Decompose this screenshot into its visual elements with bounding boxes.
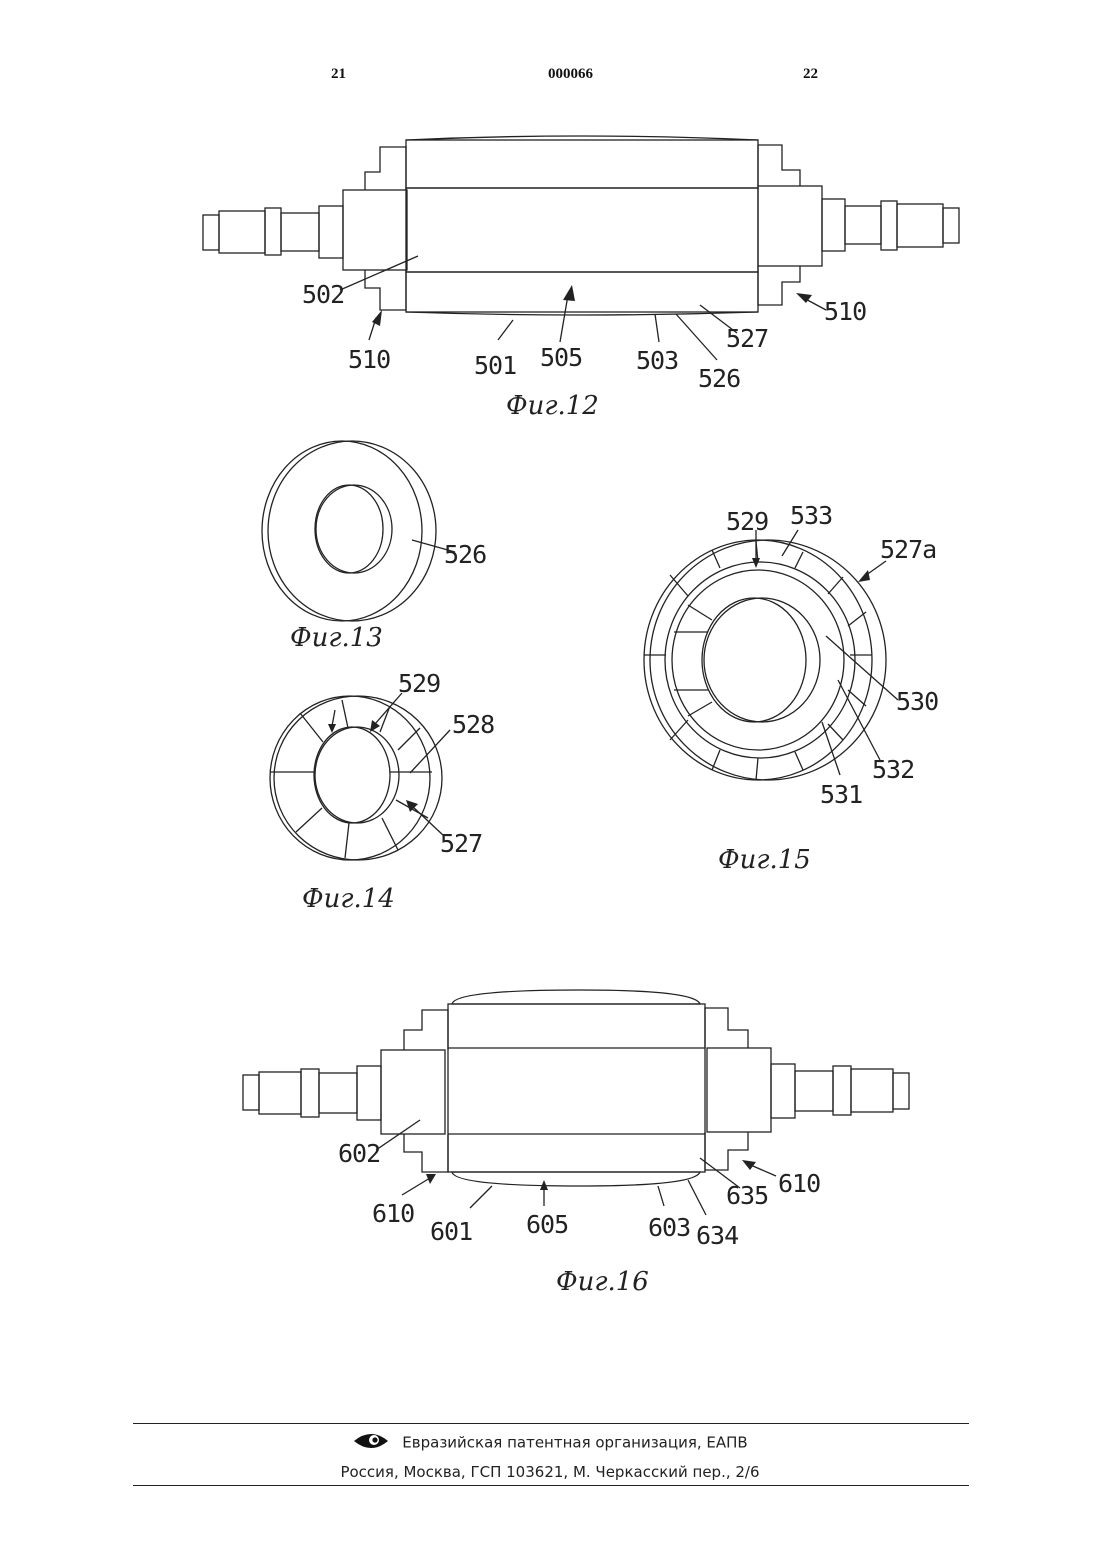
fig15-label-527a: 527a (880, 535, 936, 564)
figure-14-segmented-ring: 529 528 527 Фиг.14 (270, 669, 494, 914)
fig13-label-526: 526 (444, 540, 486, 569)
fig15-label-530: 530 (896, 687, 938, 716)
fig12-label-505: 505 (540, 343, 582, 372)
fig16-label-605: 605 (526, 1210, 568, 1239)
figure-12-rotor: 502 510 501 505 503 526 527 510 Фиг.12 (203, 136, 959, 421)
footer-address: Россия, Москва, ГСП 103621, М. Черкасски… (0, 1463, 1100, 1481)
fig12-shaft-left-tip (203, 215, 219, 250)
fig12-label-510-left: 510 (348, 345, 390, 374)
fig16-caption: Фиг.16 (556, 1267, 649, 1297)
fig14-caption: Фиг.14 (302, 884, 395, 914)
footer-bottom-rule (133, 1485, 969, 1486)
fig12-shaft-left-step1 (219, 211, 265, 253)
fig12-label-510-right: 510 (824, 297, 866, 326)
fig16-label-602: 602 (338, 1139, 380, 1168)
fig13-caption: Фиг.13 (290, 623, 383, 653)
fig12-label-527: 527 (726, 324, 768, 353)
footer-top-rule (133, 1423, 969, 1424)
fig14-label-529: 529 (398, 669, 440, 698)
footer-organization: Евразийская патентная организация, ЕАПВ (402, 1434, 747, 1452)
fig15-label-533: 533 (790, 501, 832, 530)
fig16-label-634: 634 (696, 1221, 738, 1250)
fig14-label-527: 527 (440, 829, 482, 858)
fig12-winding-bottom (406, 272, 758, 312)
fig12-endcap-left (343, 190, 407, 270)
fig14-label-528: 528 (452, 710, 494, 739)
fig12-caption: Фиг.12 (506, 391, 599, 421)
fig15-label-531: 531 (820, 780, 862, 809)
figure-13-ring: 526 Фиг.13 (262, 441, 486, 653)
fig12-core (406, 188, 758, 272)
fig12-shaft-right-tip (943, 208, 959, 243)
fig16-label-610-right: 610 (778, 1169, 820, 1198)
eapo-eye-logo-icon (352, 1431, 390, 1455)
fig16-label-601: 601 (430, 1217, 472, 1246)
footer-organization-line: Евразийская патентная организация, ЕАПВ (0, 1431, 1100, 1455)
fig12-label-503: 503 (636, 346, 678, 375)
figure-15-segmented-ring-assembly: 529 533 527a 530 532 531 Фиг.15 (644, 501, 938, 875)
fig16-label-635: 635 (726, 1181, 768, 1210)
fig12-endcap-right (758, 186, 822, 266)
fig15-caption: Фиг.15 (718, 845, 811, 875)
figure-16-rotor: 602 610 601 605 603 634 635 610 Фиг.16 (243, 990, 909, 1297)
fig12-winding-top (406, 140, 758, 188)
fig12-label-502: 502 (302, 280, 344, 309)
fig12-label-526: 526 (698, 364, 740, 393)
fig16-label-610-left: 610 (372, 1199, 414, 1228)
fig12-label-501: 501 (474, 351, 516, 380)
fig15-label-529: 529 (726, 507, 768, 536)
fig16-label-603: 603 (648, 1213, 690, 1242)
fig15-label-532: 532 (872, 755, 914, 784)
